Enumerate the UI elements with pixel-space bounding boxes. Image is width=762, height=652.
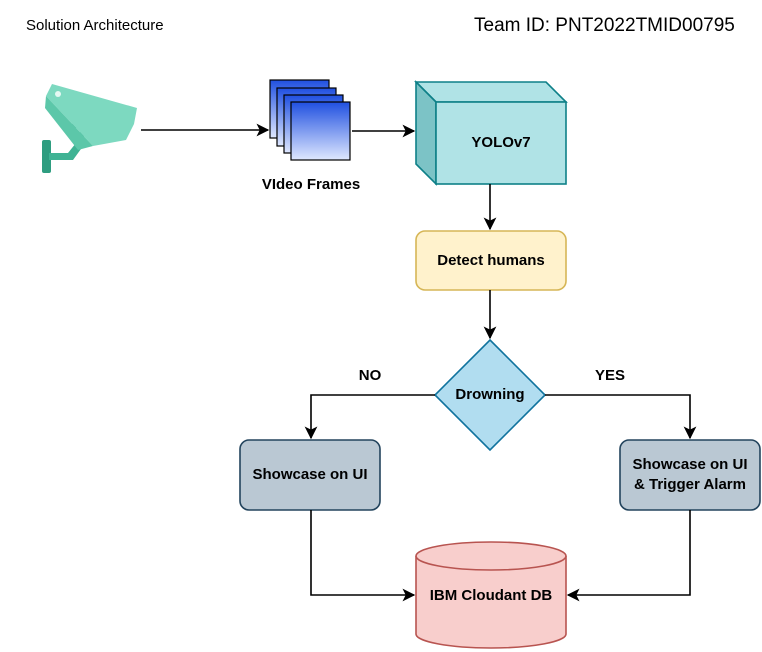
yolo-label: YOLOv7 [471, 134, 531, 151]
video-frames-label: VIdeo Frames [261, 176, 361, 193]
no-edge-label: NO [358, 367, 382, 384]
showcase-ui-label: Showcase on UI [252, 466, 368, 483]
cctv-camera-icon [42, 84, 137, 173]
edge-alarm-db [566, 510, 691, 602]
stacked-frames-icon [269, 79, 351, 161]
team-id: Team ID: PNT2022TMID00795 [474, 15, 735, 36]
detect-humans-box [415, 230, 567, 291]
page-title: Solution Architecture [26, 17, 164, 34]
edge-ui-db [310, 510, 416, 602]
yolo-box [414, 80, 568, 186]
ibm-cloudant-db [415, 541, 567, 649]
yes-edge-label: YES [594, 367, 625, 384]
edge-no [304, 394, 435, 440]
edge-yes [545, 394, 697, 440]
drowning-decision [433, 338, 547, 452]
drowning-label: Drowning [455, 386, 525, 403]
showcase-ui-box [239, 439, 381, 511]
db-label: IBM Cloudant DB [429, 587, 553, 604]
showcase-alarm-label: Showcase on UI & Trigger Alarm [632, 456, 748, 493]
detect-humans-label: Detect humans [437, 251, 545, 269]
